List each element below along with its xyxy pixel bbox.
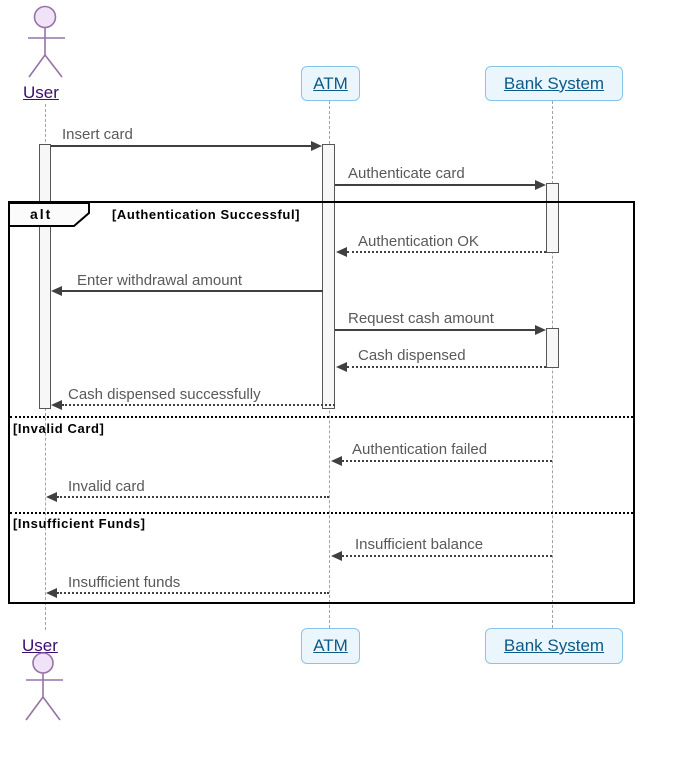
divider-invalid-card <box>10 416 633 418</box>
message-insert-card: Insert card <box>62 126 133 143</box>
alt-operator-label: alt <box>30 206 53 222</box>
arrowhead-left-icon <box>46 492 57 502</box>
atm-participant-bottom[interactable]: ATM <box>301 628 360 664</box>
arrow-authenticate-card <box>335 184 535 186</box>
arrow-authentication-failed <box>342 460 552 462</box>
guard-authentication-successful: [Authentication Successful] <box>112 207 301 222</box>
message-insufficient-balance: Insufficient balance <box>355 536 484 553</box>
message-authentication-ok: Authentication OK <box>358 233 479 250</box>
divider-insufficient-funds <box>10 512 633 514</box>
arrow-request-cash-amount <box>335 329 535 331</box>
arrow-insufficient-balance <box>342 555 552 557</box>
user-actor-icon <box>28 5 65 78</box>
arrowhead-right-icon <box>535 325 546 335</box>
arrowhead-left-icon <box>331 551 342 561</box>
arrow-insert-card <box>51 145 311 147</box>
message-invalid-card: Invalid card <box>68 478 145 495</box>
message-request-cash-amount: Request cash amount <box>348 310 494 327</box>
bank-label-bottom: Bank System <box>503 636 605 655</box>
arrowhead-left-icon <box>51 286 62 296</box>
message-cash-dispensed-successfully: Cash dispensed successfully <box>68 386 261 403</box>
arrowhead-left-icon <box>46 588 57 598</box>
arrowhead-right-icon <box>311 141 322 151</box>
bank-activation-2 <box>546 328 559 368</box>
guard-insufficient-funds: [Insufficient Funds] <box>13 516 146 531</box>
atm-label-top: ATM <box>313 73 348 93</box>
atm-label-bottom: ATM <box>313 636 348 655</box>
alt-frame-header-pentagon <box>9 202 90 227</box>
guard-invalid-card: [Invalid Card] <box>13 421 105 436</box>
arrow-insufficient-funds <box>57 592 329 594</box>
arrowhead-left-icon <box>51 400 62 410</box>
user-label-top[interactable]: User <box>23 83 59 102</box>
arrow-cash-dispensed-successfully <box>62 404 335 406</box>
user-label-bottom[interactable]: User <box>22 636 58 655</box>
message-insufficient-funds: Insufficient funds <box>68 574 181 591</box>
arrow-authentication-ok <box>347 251 546 253</box>
arrowhead-left-icon <box>336 362 347 372</box>
atm-participant-top[interactable]: ATM <box>301 66 360 101</box>
message-enter-withdrawal-amount: Enter withdrawal amount <box>77 272 243 289</box>
bank-participant-bottom[interactable]: Bank System <box>485 628 623 664</box>
message-authentication-failed: Authentication failed <box>352 441 488 458</box>
arrowhead-right-icon <box>535 180 546 190</box>
bank-label-top: Bank System <box>503 73 605 93</box>
user-actor-icon-bottom <box>25 652 63 721</box>
message-cash-dispensed: Cash dispensed <box>358 347 466 364</box>
arrow-invalid-card <box>57 496 329 498</box>
bank-activation-1 <box>546 183 559 253</box>
arrowhead-left-icon <box>336 247 347 257</box>
alt-frame <box>8 201 635 604</box>
arrow-enter-withdrawal-amount <box>62 290 323 292</box>
bank-participant-top[interactable]: Bank System <box>485 66 623 101</box>
arrow-cash-dispensed <box>347 366 546 368</box>
message-authenticate-card: Authenticate card <box>348 165 465 182</box>
arrowhead-left-icon <box>331 456 342 466</box>
atm-activation <box>322 144 335 409</box>
